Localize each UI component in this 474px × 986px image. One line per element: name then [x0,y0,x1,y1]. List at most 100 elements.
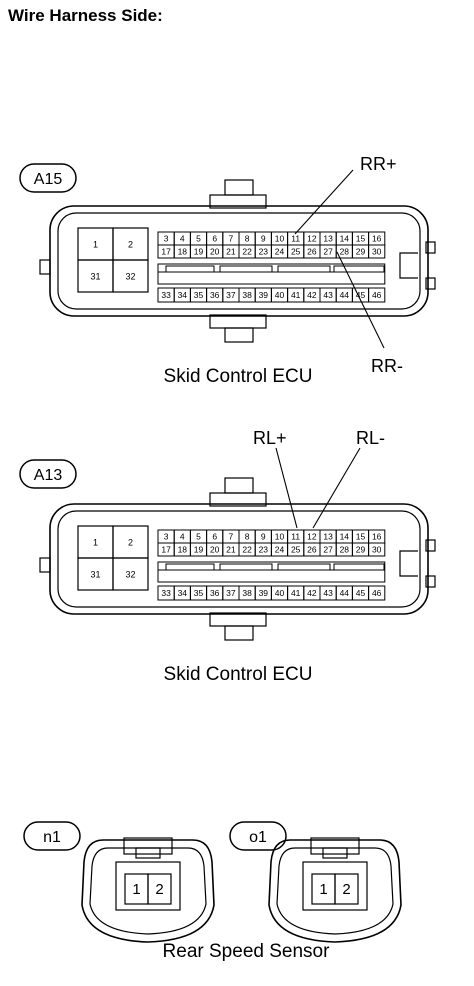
pin-cell [368,244,386,259]
pin-cell [368,287,386,303]
sensor-pin-frame [302,861,368,911]
separator-bar [219,563,273,571]
pin-number: 21 [226,247,236,257]
separator-bar [165,265,215,273]
left-side-tab [39,259,51,275]
signal-label: RL- [356,428,385,448]
connector-body-outer [49,205,429,317]
big-pin-number: 32 [125,570,135,580]
sensor-caption: Rear Speed Sensor [163,941,331,962]
sensor-pin-number: 1 [319,881,327,898]
pin-number: 5 [196,234,201,244]
pin-number: 19 [194,247,204,257]
pin-number: 20 [210,545,220,555]
pin-number: 42 [307,588,317,598]
pin-number: 21 [226,545,236,555]
sensor-pin-cell [147,873,172,905]
sensor-housing-inner [276,847,394,935]
connector-caption: Skid Control ECU [164,366,313,387]
pin-number: 45 [356,290,366,300]
pin-number: 10 [275,532,285,542]
signal-label: RR- [371,356,403,376]
pin-number: 11 [291,532,300,542]
pin-number: 13 [323,532,333,542]
pin-number: 40 [275,588,285,598]
separator-bar [165,563,215,571]
pin-number: 27 [323,545,333,555]
left-side-tab [39,557,51,573]
pin-number: 7 [229,234,234,244]
pin-number: 38 [242,588,252,598]
pin-number: 11 [291,234,300,244]
signal-label: RL+ [253,428,287,448]
pin-number: 28 [340,545,350,555]
pin-number: 27 [323,247,333,257]
signal-leader-line [275,447,298,529]
pin-number: 35 [194,290,204,300]
right-side-tab-lower [425,575,436,588]
pin-number: 20 [210,247,220,257]
connector-id-oval [19,459,77,489]
separator-bar [333,265,385,273]
signal-leader-line [312,447,361,529]
sensor-pin-frame [115,861,181,911]
pin-number: 9 [261,234,266,244]
key-notch [399,252,418,279]
pin-cell [368,542,386,557]
bottom-latch-tab [224,327,254,343]
pin-number: 24 [275,247,285,257]
pin-number: 26 [307,545,317,555]
pin-number: 29 [356,247,366,257]
pin-number: 46 [372,290,382,300]
sensor-id-oval [23,821,81,851]
pin-number: 22 [242,545,252,555]
connector-id: A15 [34,171,63,188]
pin-number: 37 [226,290,236,300]
pin-number: 13 [323,234,333,244]
pin-number: 41 [291,290,301,300]
sensor-pin-number: 1 [132,881,140,898]
sensor-housing-outer [81,839,215,943]
pin-number: 14 [340,234,350,244]
pin-number: 16 [372,532,382,542]
bottom-latch-tab [224,625,254,641]
pin-number: 6 [212,234,217,244]
pin-number: 33 [161,588,171,598]
big-pin-cell [112,557,149,591]
connector-body-inner [57,510,421,608]
big-pin-number: 1 [93,240,98,250]
pin-number: 44 [340,290,350,300]
pin-number: 23 [259,545,269,555]
pin-cell [368,585,386,601]
pin-number: 33 [161,290,171,300]
pin-number: 34 [178,588,188,598]
pin-number: 46 [372,588,382,598]
big-pin-number: 2 [128,538,133,548]
pin-number: 34 [178,290,188,300]
pin-number: 36 [210,290,220,300]
pin-number: 8 [245,234,250,244]
right-side-tab-upper [425,539,436,552]
pin-number: 18 [178,545,188,555]
pin-number: 36 [210,588,220,598]
separator-bar [277,563,331,571]
pin-number: 17 [161,545,171,555]
big-pin-number: 32 [125,272,135,282]
sensor-latch [310,837,360,855]
bottom-latch [209,612,267,627]
pin-number: 16 [372,234,382,244]
separator-bar [219,265,273,273]
pin-number: 44 [340,588,350,598]
pin-number: 26 [307,247,317,257]
big-pin-cell [112,259,149,293]
connector-caption: Skid Control ECU [164,664,313,685]
connector-id: A13 [34,467,63,484]
pin-number: 25 [291,247,301,257]
signal-label: RR+ [360,154,397,174]
big-pin-number: 1 [93,538,98,548]
pin-number: 14 [340,532,350,542]
pin-number: 43 [323,588,333,598]
pin-number: 42 [307,290,317,300]
